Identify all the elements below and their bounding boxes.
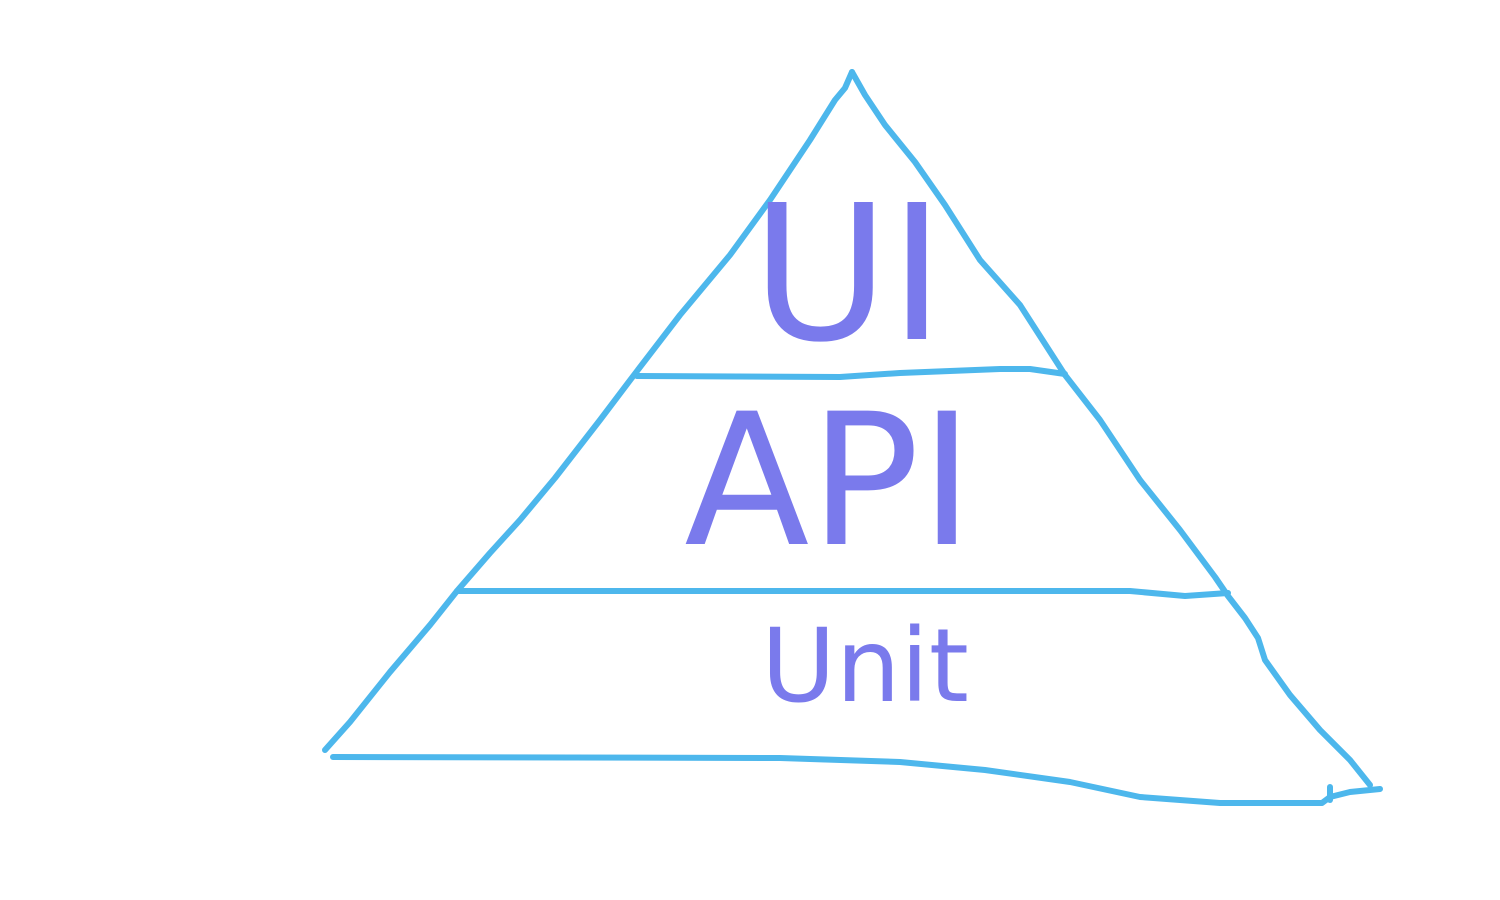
pyramid-left-edge (322, 69, 855, 753)
tier-label-api: API (684, 375, 974, 588)
tier-divider-ui-api (634, 366, 1068, 380)
tier-divider-api-unit (454, 588, 1231, 599)
pyramid-right-edge (849, 69, 1373, 788)
tier-label-ui: UI (751, 165, 944, 384)
tier-label-unit: Unit (761, 607, 969, 726)
pyramid-base-line (330, 754, 1383, 806)
